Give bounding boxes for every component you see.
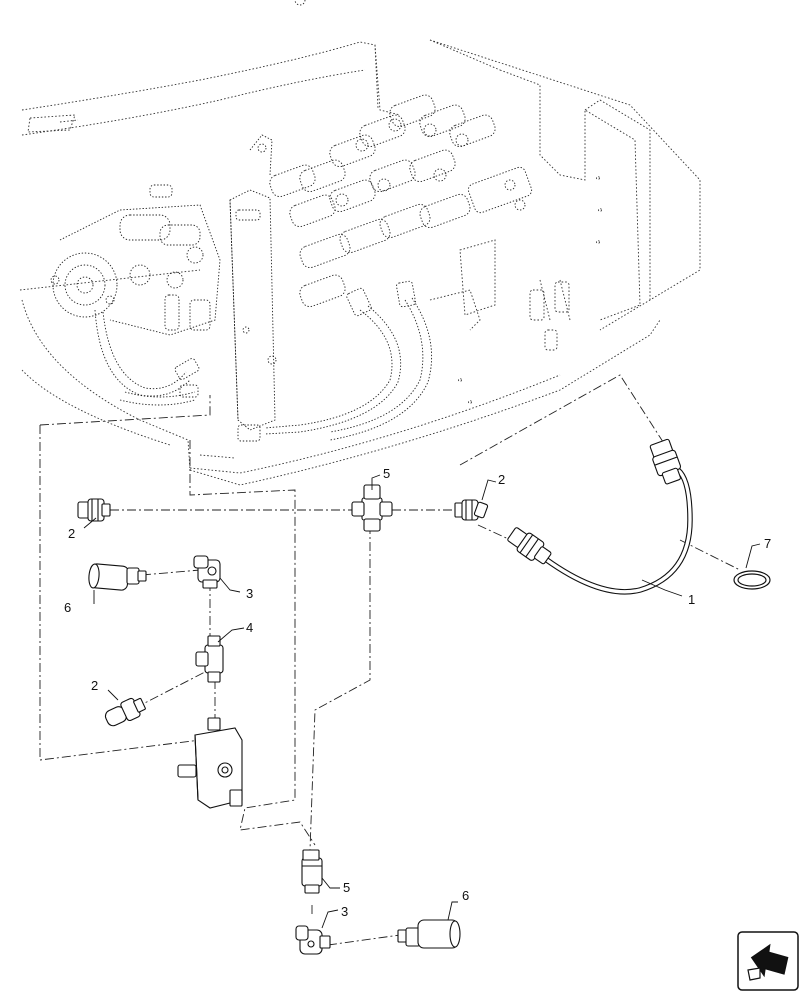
callout-3-upper: 3: [246, 586, 253, 601]
machine-frame-outline: [19, 39, 701, 486]
callout-5-upper: 5: [383, 466, 390, 481]
callout-2-middle-left: 2: [91, 678, 98, 693]
elbow-fitting-upper: [193, 555, 221, 589]
callout-2-upper-right: 2: [498, 472, 505, 487]
arrow-nav-icon[interactable]: [737, 931, 799, 991]
tee-fitting-lower: [301, 849, 323, 894]
pressure-sensor-lower: [397, 919, 461, 949]
pressure-sensor-upper: [88, 563, 147, 591]
callout-labels: 1 2 2 2 3 3 4 5 5 6 6 7: [64, 466, 771, 919]
control-valve-bank: [50, 0, 533, 431]
callout-4: 4: [246, 620, 253, 635]
background-hoses: [94, 280, 433, 442]
adapter-fitting-upper-left: [77, 498, 111, 522]
valve-block: [177, 717, 243, 809]
callout-5-lower: 5: [343, 880, 350, 895]
adapter-fitting-upper-right: [454, 499, 489, 521]
tee-fitting-upper: [351, 484, 393, 532]
adapter-fitting-middle-left: [104, 697, 146, 727]
o-ring: [733, 570, 771, 590]
callout-leaders: [83, 474, 761, 929]
tee-fitting-middle: [195, 635, 224, 683]
callout-2-upper-left: 2: [68, 526, 75, 541]
callout-6-upper: 6: [64, 600, 71, 615]
elbow-fitting-lower: [295, 925, 331, 955]
hose-assembly: [507, 438, 693, 595]
callout-7: 7: [764, 536, 771, 551]
connection-lines: [39, 374, 741, 946]
callout-6-lower: 6: [462, 888, 469, 903]
callout-3-lower: 3: [341, 904, 348, 919]
callout-1: 1: [688, 592, 695, 607]
